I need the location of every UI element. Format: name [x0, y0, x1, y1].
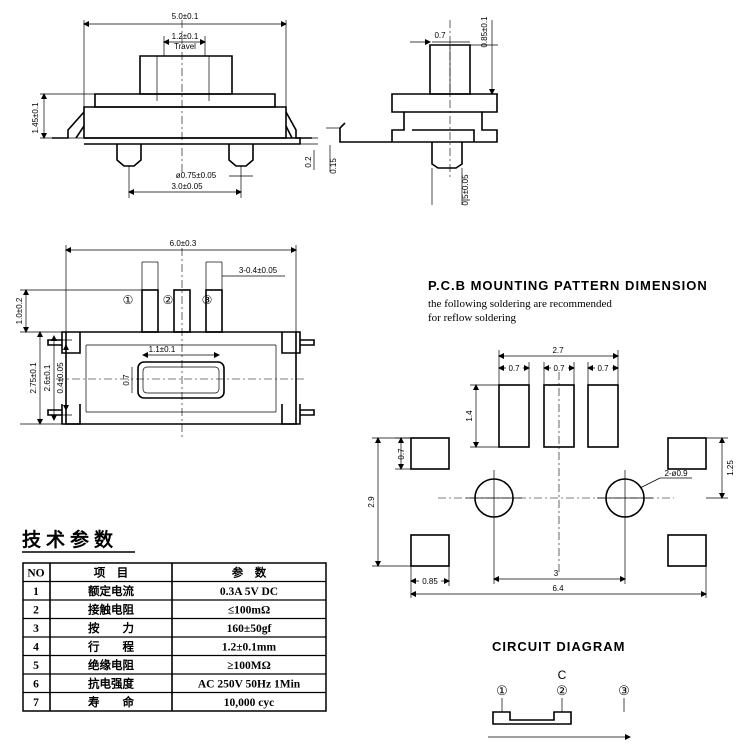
spec-cell: 行 程 [87, 640, 134, 654]
spec-cell: 0.3A 5V DC [220, 586, 278, 598]
slot-h-dim: 0.7 [122, 374, 131, 386]
pad-w3-dim: 0.7 [597, 364, 609, 373]
spec-cell: 10,000 cyc [224, 697, 274, 709]
spec-header-cell: 参 数 [231, 566, 267, 580]
circuit-diagram: CIRCUIT DIAGRAM C ① ② ③ [488, 639, 631, 740]
circuit-pin1: ① [496, 683, 508, 698]
circuit-title: CIRCUIT DIAGRAM [492, 639, 625, 654]
pcb-title: P.C.B MOUNTING PATTERN DIMENSION [428, 278, 708, 293]
total-w-dim: 6.4 [552, 584, 564, 593]
spec-cell: 3 [33, 623, 39, 635]
side-pad-dim: 0.7 [397, 448, 406, 460]
lead-len-dim: 1.0±0.2 [15, 297, 24, 324]
front-height-dim: 1.45±0.1 [31, 102, 40, 134]
spec-cell: 160±50gf [227, 623, 272, 635]
spec-cell: 抗电强度 [88, 677, 134, 691]
front-width-dim: 5.0±0.1 [172, 12, 199, 21]
hole-dim: 2-ø0.9 [664, 469, 688, 478]
corner-dim: 0.85 [422, 577, 438, 586]
travel-dim: 1.2±0.1 [172, 32, 199, 41]
spec-rows: NO 项 目 参 数 1 额定电流 0.3A 5V DC 2 接触电阻 ≤100mΩ 3 按 力 16… [23, 566, 326, 709]
side-lead-t-dim: 0.15 [329, 158, 338, 174]
circuit-common-label: C [558, 668, 567, 682]
spec-cell: 1.2±0.1mm [222, 642, 277, 654]
pins-dim: 3-0.4±0.05 [239, 266, 278, 275]
spec-cell: 接触电阻 [88, 603, 134, 617]
pad-w2-dim: 0.7 [553, 364, 565, 373]
spec-cell: 1 [33, 586, 39, 598]
bottom-pin3-label: ③ [202, 293, 213, 307]
circuit-pin3: ③ [618, 683, 630, 698]
slot-w-dim: 1.1±0.1 [149, 345, 176, 354]
side-act-h-dim: 0.85±0.1 [480, 16, 489, 48]
bottom-pin2-label: ② [163, 293, 174, 307]
bottom-view: 6.0±0.3 3-0.4±0.05 ① ② ③ 1.0±0.2 2.75±0.… [15, 239, 315, 440]
pad-w1-dim: 0.7 [508, 364, 520, 373]
pad-span-dim: 2.7 [552, 346, 564, 355]
bottom-width-dim: 6.0±0.3 [170, 239, 197, 248]
travel-label: Travel [174, 42, 196, 51]
bottom-pin1-label: ① [123, 293, 134, 307]
spec-header-cell: 项 目 [94, 566, 129, 580]
spec-cell: ≤100mΩ [228, 605, 270, 617]
side-post-dim: 0.5±0.05 [461, 174, 470, 206]
total-h-dim: 2.9 [367, 496, 376, 508]
pcb-pattern: P.C.B MOUNTING PATTERN DIMENSION the fol… [367, 278, 735, 598]
pcb-note-2: for reflow soldering [428, 312, 516, 324]
body-h-dim: 2.75±0.1 [29, 362, 38, 394]
pcb-note-1: the following soldering are recommended [428, 298, 612, 310]
spec-cell: 4 [33, 642, 39, 654]
post-pitch-dim: 3.0±0.05 [171, 182, 203, 191]
spec-header-cell: NO [27, 568, 44, 580]
spec-cell: 6 [33, 679, 39, 691]
spec-cell: 寿 命 [88, 695, 134, 709]
holes-pitch-dim: 3 [554, 569, 559, 578]
pin-w-dim: 0.4±0.05 [56, 362, 65, 394]
spec-title: 技术参数 [22, 528, 118, 551]
spec-cell: AC 250V 50Hz 1Min [198, 679, 301, 691]
right-h-dim: 1.25 [726, 460, 735, 476]
spec-cell: 7 [33, 697, 39, 709]
inner-h-dim: 2.6±0.1 [43, 364, 52, 391]
circuit-pin2: ② [556, 683, 568, 698]
side-view: 0.7 0.85±0.1 0.15 0.5±0.05 [326, 16, 498, 206]
spec-cell: ≥100MΩ [227, 660, 271, 672]
front-view: 5.0±0.1 1.2±0.1 Travel 1.45±0.1 3.0±0.05… [31, 12, 318, 198]
spec-table: 技术参数 NO 项 目 参 数 1 额定电流 0.3A 5V DC 2 接触电阻 ≤100mΩ 3… [22, 528, 327, 712]
spec-cell: 5 [33, 660, 39, 672]
spec-cell: 2 [33, 605, 39, 617]
pad-h-dim: 1.4 [465, 410, 474, 422]
side-act-w-dim: 0.7 [434, 31, 446, 40]
post-dia-dim: ø0.75±0.05 [176, 171, 217, 180]
spec-cell: 按 力 [88, 621, 134, 635]
spec-cell: 绝缘电阻 [88, 658, 134, 672]
spec-cell: 额定电流 [88, 584, 134, 598]
lead-dim: 0.2 [304, 156, 313, 168]
